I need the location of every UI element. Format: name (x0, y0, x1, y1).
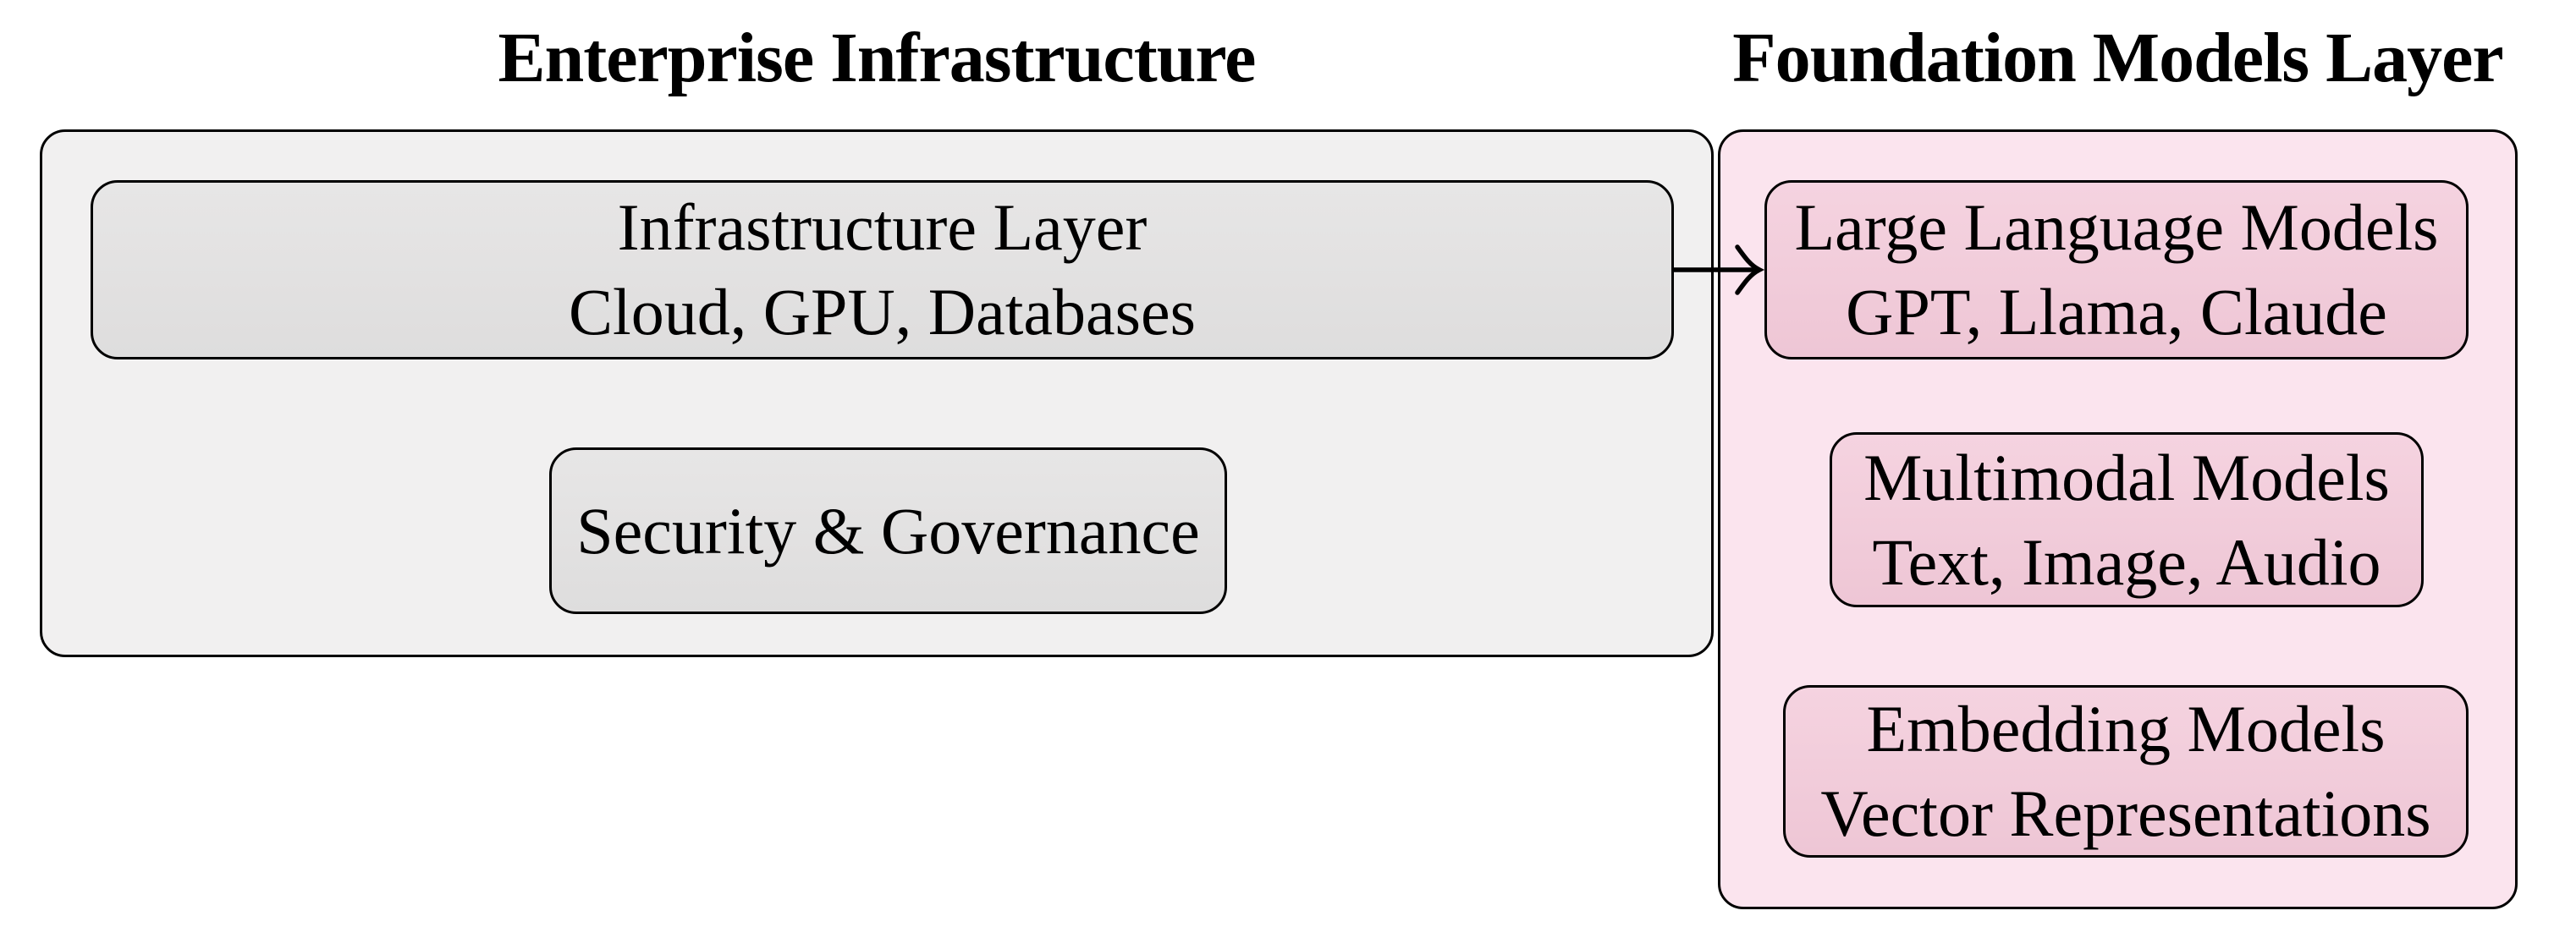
large-language-models-box: Large Language Models GPT, Llama, Claude (1764, 180, 2469, 359)
security-governance-line1: Security & Governance (576, 493, 1200, 568)
arrow-head (1735, 244, 1765, 295)
infrastructure-layer-line2: Cloud, GPU, Databases (569, 275, 1196, 348)
embedding-models-line1: Embedding Models (1866, 692, 2386, 766)
embedding-models-box: Embedding Models Vector Representations (1783, 685, 2469, 858)
multimodal-models-box: Multimodal Models Text, Image, Audio (1830, 432, 2424, 607)
large-language-models-line1: Large Language Models (1794, 190, 2439, 265)
enterprise-infrastructure-title: Enterprise Infrastructure (498, 19, 1257, 97)
large-language-models-line2: GPT, Llama, Claude (1846, 275, 2387, 348)
infra-to-llm-arrow-icon (1671, 244, 1765, 295)
foundation-models-layer-title: Foundation Models Layer (1732, 19, 2503, 97)
multimodal-models-line1: Multimodal Models (1863, 440, 2390, 514)
embedding-models-line2: Vector Representations (1820, 776, 2431, 850)
security-governance-box: Security & Governance (549, 447, 1227, 614)
infrastructure-layer-box: Infrastructure Layer Cloud, GPU, Databas… (91, 180, 1674, 359)
infrastructure-layer-line1: Infrastructure Layer (617, 190, 1148, 265)
multimodal-models-line2: Text, Image, Audio (1872, 524, 2381, 599)
